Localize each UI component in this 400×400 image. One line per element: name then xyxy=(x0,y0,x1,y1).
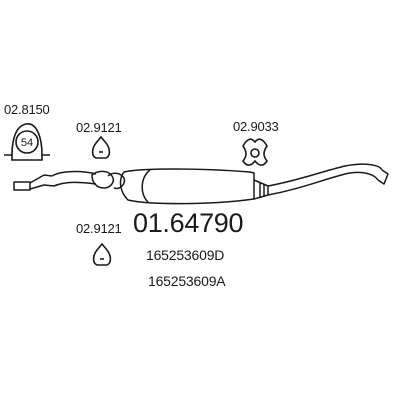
hanger-part-number: 02.9033 xyxy=(233,119,279,134)
main-part-number: 01.64790 xyxy=(133,208,244,238)
oem-number-2: 165253609A xyxy=(148,273,226,289)
silencer-assembly-icon xyxy=(13,163,389,205)
oem-number-1: 165253609D xyxy=(146,247,225,263)
rubber-ring-upper-icon xyxy=(91,135,111,159)
clamp-size-marking: 54 xyxy=(21,137,33,149)
rubber-ring-lower-icon xyxy=(92,242,112,266)
hanger-icon xyxy=(242,138,268,166)
u-clamp-54-icon: 54 xyxy=(4,123,50,161)
ring-lower-part-number: 02.9121 xyxy=(76,221,122,236)
ring-upper-part-number: 02.9121 xyxy=(76,120,122,135)
clamp-part-number: 02.8150 xyxy=(4,102,50,117)
